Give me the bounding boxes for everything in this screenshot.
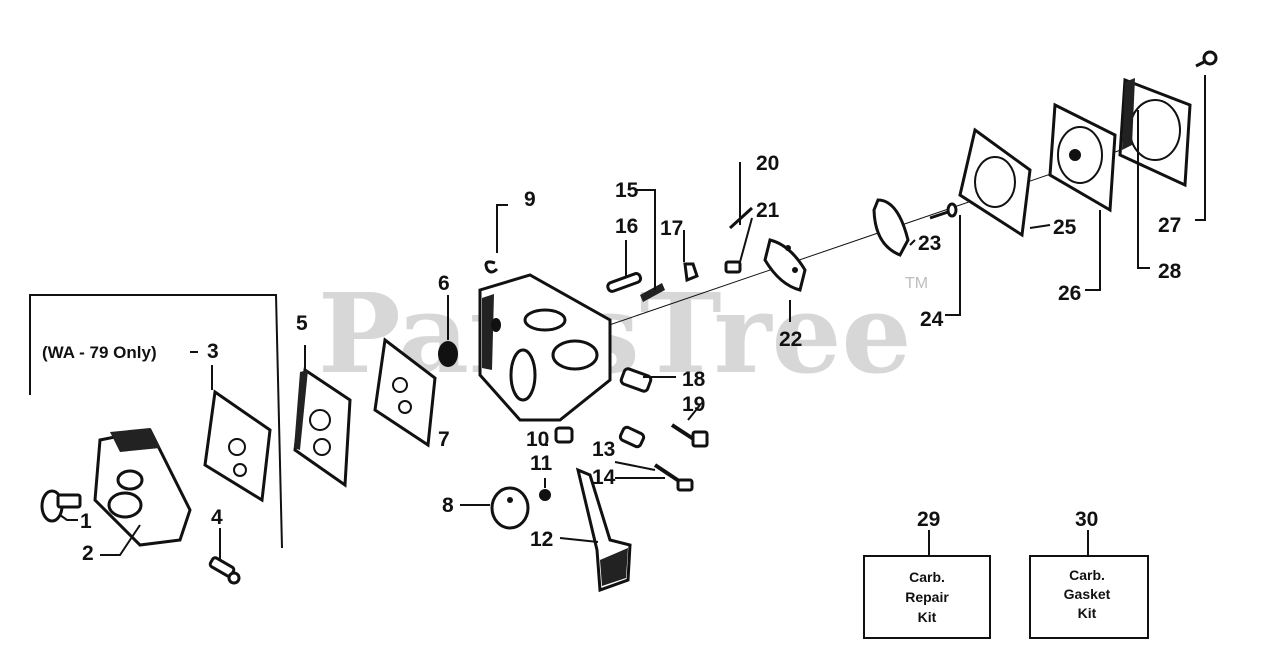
part-11-nut	[539, 489, 551, 501]
part-23-plate	[872, 198, 910, 257]
callout-7: 7	[438, 428, 450, 451]
part-13-spring	[618, 425, 646, 449]
callout-12: 12	[530, 528, 553, 551]
part-17-lever	[683, 262, 699, 283]
callout-6: 6	[438, 272, 450, 295]
kit-30-line-2: Gasket	[1064, 586, 1111, 602]
part-26-diaphragm	[1048, 102, 1117, 213]
callout-4: 4	[211, 506, 223, 529]
callout-10: 10	[526, 428, 549, 451]
kit-29-line-2: Repair	[905, 589, 949, 605]
part-12-lever	[575, 467, 632, 593]
part-5-plate	[293, 367, 352, 488]
leader-lines	[59, 75, 1206, 560]
callout-11: 11	[530, 452, 553, 475]
part-16-pin	[606, 272, 643, 293]
part-27-screw	[1195, 50, 1218, 68]
part-15-spring	[640, 283, 665, 302]
callout-2: 2	[82, 542, 94, 565]
callout-17: 17	[660, 217, 683, 240]
callout-29: 29	[917, 508, 940, 531]
wa79-note: (WA - 79 Only)	[42, 343, 157, 362]
part-8-disc	[490, 486, 530, 530]
callout-15: 15	[615, 179, 639, 202]
callout-16: 16	[615, 215, 638, 238]
callout-13: 13	[592, 438, 615, 461]
wa79-bracket	[29, 294, 283, 549]
part-14-screw	[653, 463, 694, 492]
callout-5: 5	[296, 312, 308, 335]
callout-25: 25	[1053, 216, 1077, 239]
watermark-tm: TM	[905, 275, 928, 292]
part-1-screw	[40, 489, 82, 523]
part-25-gasket	[958, 127, 1032, 238]
callout-14: 14	[592, 466, 616, 489]
callout-3: 3	[207, 340, 219, 363]
carburetor-body	[478, 273, 612, 422]
part-7-gasket	[373, 337, 437, 448]
callout-18: 18	[682, 368, 706, 391]
callout-19: 19	[682, 393, 705, 416]
callout-21: 21	[756, 199, 780, 222]
callout-23: 23	[918, 232, 941, 255]
kit-29-line-1: Carb.	[909, 569, 945, 585]
callout-30: 30	[1075, 508, 1098, 531]
part-21-screw	[724, 260, 742, 274]
callout-1: 1	[80, 510, 92, 533]
callout-24: 24	[920, 308, 944, 331]
part-18-spring	[619, 367, 653, 393]
kit-29-line-3: Kit	[918, 609, 937, 625]
callout-27: 27	[1158, 214, 1181, 237]
kit-30: 30 Carb. Gasket Kit	[1029, 508, 1149, 639]
part-9-clip	[484, 260, 499, 274]
callout-28: 28	[1158, 260, 1182, 283]
part-24-screw	[929, 202, 958, 220]
part-19-screw	[670, 423, 709, 448]
kit-29: 29 Carb. Repair Kit	[863, 508, 991, 639]
part-10-needle	[554, 426, 574, 444]
callout-9: 9	[524, 188, 536, 211]
callout-22: 22	[779, 328, 802, 351]
part-6-filter	[438, 341, 458, 367]
part-2-inlet-cover	[93, 428, 192, 547]
kit-30-line-1: Carb.	[1069, 567, 1105, 583]
part-4-screw	[208, 556, 241, 585]
part-28-cover	[1118, 77, 1192, 188]
part-22-plate	[763, 238, 807, 292]
callout-26: 26	[1058, 282, 1081, 305]
callout-20: 20	[756, 152, 779, 175]
kit-30-line-3: Kit	[1078, 605, 1097, 621]
part-3-gasket	[203, 389, 272, 503]
callout-8: 8	[442, 494, 454, 517]
